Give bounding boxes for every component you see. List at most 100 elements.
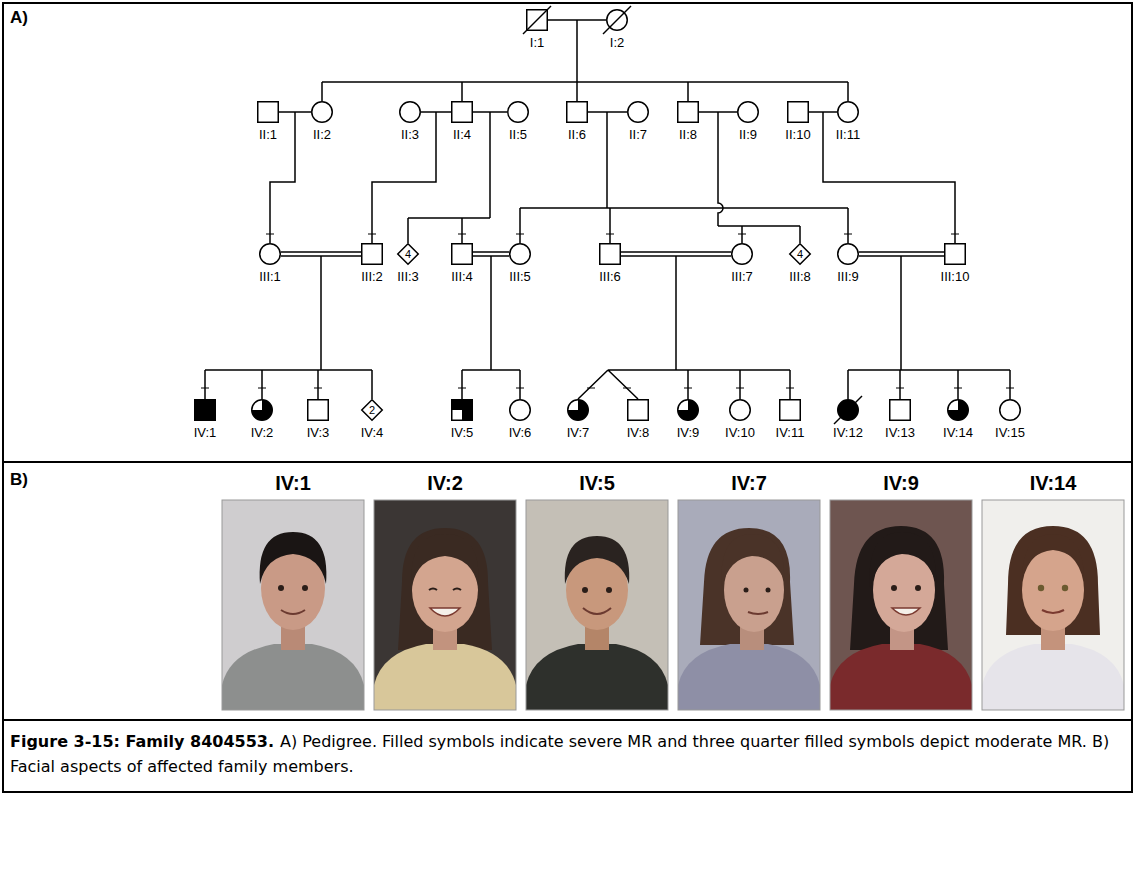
individual-id: IV:15 <box>995 425 1025 440</box>
sibling-count: 4 <box>397 243 419 265</box>
male-square-outline <box>627 399 649 421</box>
deceased-slash <box>603 6 631 34</box>
individual-id: IV:10 <box>725 425 755 440</box>
individual-id: III:2 <box>361 269 383 284</box>
affected-fill <box>678 400 699 421</box>
figure-frame-part <box>3 461 1132 463</box>
descent-lines <box>205 20 1010 399</box>
sex-unknown-diamond: 4III:8 <box>789 243 811 265</box>
mating-line <box>699 112 737 113</box>
sibling-count: 4 <box>789 243 811 265</box>
square-shape <box>628 400 649 421</box>
male-square: IV:3 <box>307 399 329 421</box>
individual-id: IV:3 <box>307 425 330 440</box>
descent-lines-part <box>322 20 848 101</box>
female-circle-outline <box>251 399 273 421</box>
square-shape <box>195 400 216 421</box>
descent-lines-part <box>578 256 790 399</box>
patient-photo-part <box>678 500 820 710</box>
individual-id: IV:5 <box>451 425 474 440</box>
patient-photo <box>982 500 1124 710</box>
patient-photo-part <box>744 588 749 593</box>
male-square-outline <box>361 243 383 265</box>
male-square-outline <box>194 399 216 421</box>
descent-lines-part <box>372 112 436 243</box>
male-square-outline <box>787 101 809 123</box>
patient-photo-part <box>700 528 794 645</box>
figure-frame-part <box>3 719 1132 721</box>
male-square-outline <box>451 399 473 421</box>
female-circle: IV:14 <box>947 399 969 421</box>
patient-photo-part <box>678 644 820 710</box>
patient-photo-part <box>583 608 611 614</box>
circle-shape <box>252 400 273 421</box>
male-square: II:6 <box>566 101 588 123</box>
patient-photo-part <box>526 644 668 710</box>
individual-id: II:5 <box>509 127 527 142</box>
male-square-outline <box>451 101 473 123</box>
individual-id: II:1 <box>259 127 277 142</box>
mating-line-stroke <box>588 111 627 113</box>
female-circle-outline <box>259 243 281 265</box>
male-square: IV:13 <box>889 399 911 421</box>
male-square: I:1 <box>526 9 548 31</box>
descent-lines-part <box>205 256 372 399</box>
female-circle-outline <box>837 101 859 123</box>
individual-id: IV:11 <box>776 425 805 440</box>
examined-ticks-part <box>266 233 959 234</box>
patient-photo-part <box>429 589 461 591</box>
individual-id: II:10 <box>785 127 810 142</box>
mating-line <box>473 112 507 113</box>
male-square-outline <box>526 9 548 31</box>
consanguineous-mating-line <box>281 252 361 256</box>
female-circle: II:5 <box>507 101 529 123</box>
individual-id: II:11 <box>836 127 860 142</box>
diamond-shape <box>362 400 383 421</box>
panel-letter: B) <box>10 470 28 490</box>
affected-fill <box>252 400 273 421</box>
female-circle: II:11 <box>837 101 859 123</box>
female-circle-outline <box>731 243 753 265</box>
female-circle: II:2 <box>311 101 333 123</box>
individual-id: IV:2 <box>251 425 274 440</box>
female-circle: IV:10 <box>729 399 751 421</box>
patient-photo-part <box>830 500 972 710</box>
male-square: II:1 <box>257 101 279 123</box>
male-square-outline <box>889 399 911 421</box>
patient-photo-part <box>892 608 920 615</box>
patient-photo-part <box>565 536 629 584</box>
square-shape <box>308 400 329 421</box>
female-circle-outline <box>509 399 531 421</box>
female-circle: IV:9 <box>677 399 699 421</box>
circle-shape <box>628 102 649 123</box>
sex-unknown-diamond: 4III:3 <box>397 243 419 265</box>
patient-photo-part <box>606 587 612 593</box>
mating-line-stroke <box>859 255 944 257</box>
male-square: III:10 <box>944 243 966 265</box>
circle-shape <box>510 244 531 265</box>
mating-line <box>588 112 627 113</box>
patient-photo-part <box>678 500 820 710</box>
patient-photo-part <box>1042 610 1064 613</box>
female-circle-outline <box>837 243 859 265</box>
circle-shape <box>838 102 859 123</box>
photo-label: IV:2 <box>374 472 516 495</box>
female-circle: I:2 <box>606 9 628 31</box>
diamond-shape <box>398 244 419 265</box>
descent-lines-part <box>408 112 490 243</box>
figure-title: Figure 3-15: Family 8404553. <box>10 732 274 751</box>
male-square: III:2 <box>361 243 383 265</box>
patient-photo-part <box>398 528 492 650</box>
photo-label: IV:9 <box>830 472 972 495</box>
male-square-outline <box>677 101 699 123</box>
square-shape <box>452 244 473 265</box>
patient-photo-part <box>412 534 479 586</box>
circle-shape <box>838 244 859 265</box>
male-square-outline <box>257 101 279 123</box>
photo-label: IV:1 <box>222 472 364 495</box>
photo-label: IV:5 <box>526 472 668 495</box>
individual-id: IV:8 <box>627 425 650 440</box>
male-square-outline <box>307 399 329 421</box>
descent-lines-part <box>823 112 955 243</box>
consanguineous-mating-line <box>859 252 944 256</box>
